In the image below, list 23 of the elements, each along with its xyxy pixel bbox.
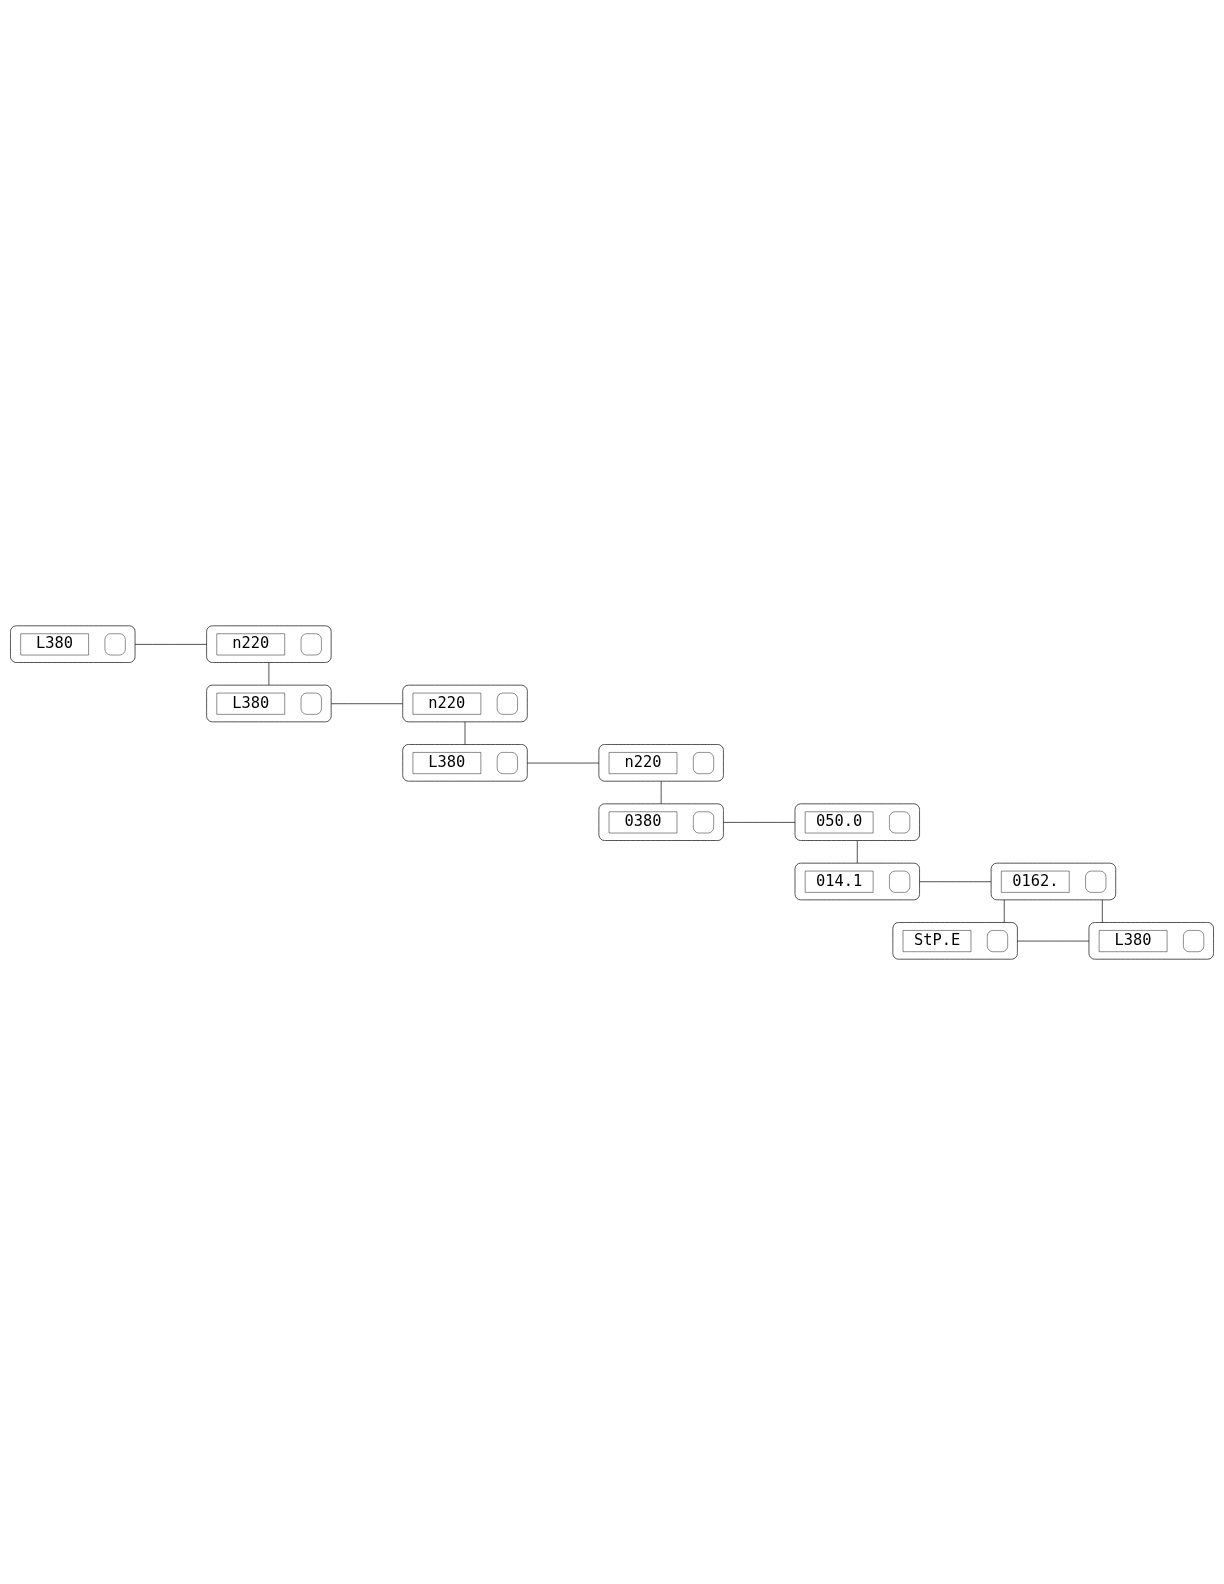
connector [268, 661, 270, 685]
connector [527, 762, 600, 763]
node-box: n220 [206, 624, 332, 663]
connector [919, 880, 992, 882]
connector [464, 721, 466, 745]
node-box: L380 [1088, 921, 1214, 960]
node-box: L380 [10, 624, 136, 663]
node-box: 050.0 [794, 803, 920, 841]
connector [330, 702, 403, 704]
node-box: 0380 [598, 803, 724, 841]
connector [1102, 899, 1103, 923]
connector [856, 839, 858, 863]
node-box: StP.E [892, 921, 1018, 960]
node-box: n220 [402, 684, 528, 722]
connector [134, 643, 207, 645]
node-box: n220 [598, 743, 724, 781]
connector [723, 821, 796, 823]
node-box: L380 [206, 684, 332, 722]
node-box: L380 [402, 743, 528, 781]
node-box: 014.1 [794, 862, 920, 900]
node-box: 0162. [990, 862, 1117, 900]
connector [1017, 940, 1090, 941]
connector [1003, 899, 1005, 923]
